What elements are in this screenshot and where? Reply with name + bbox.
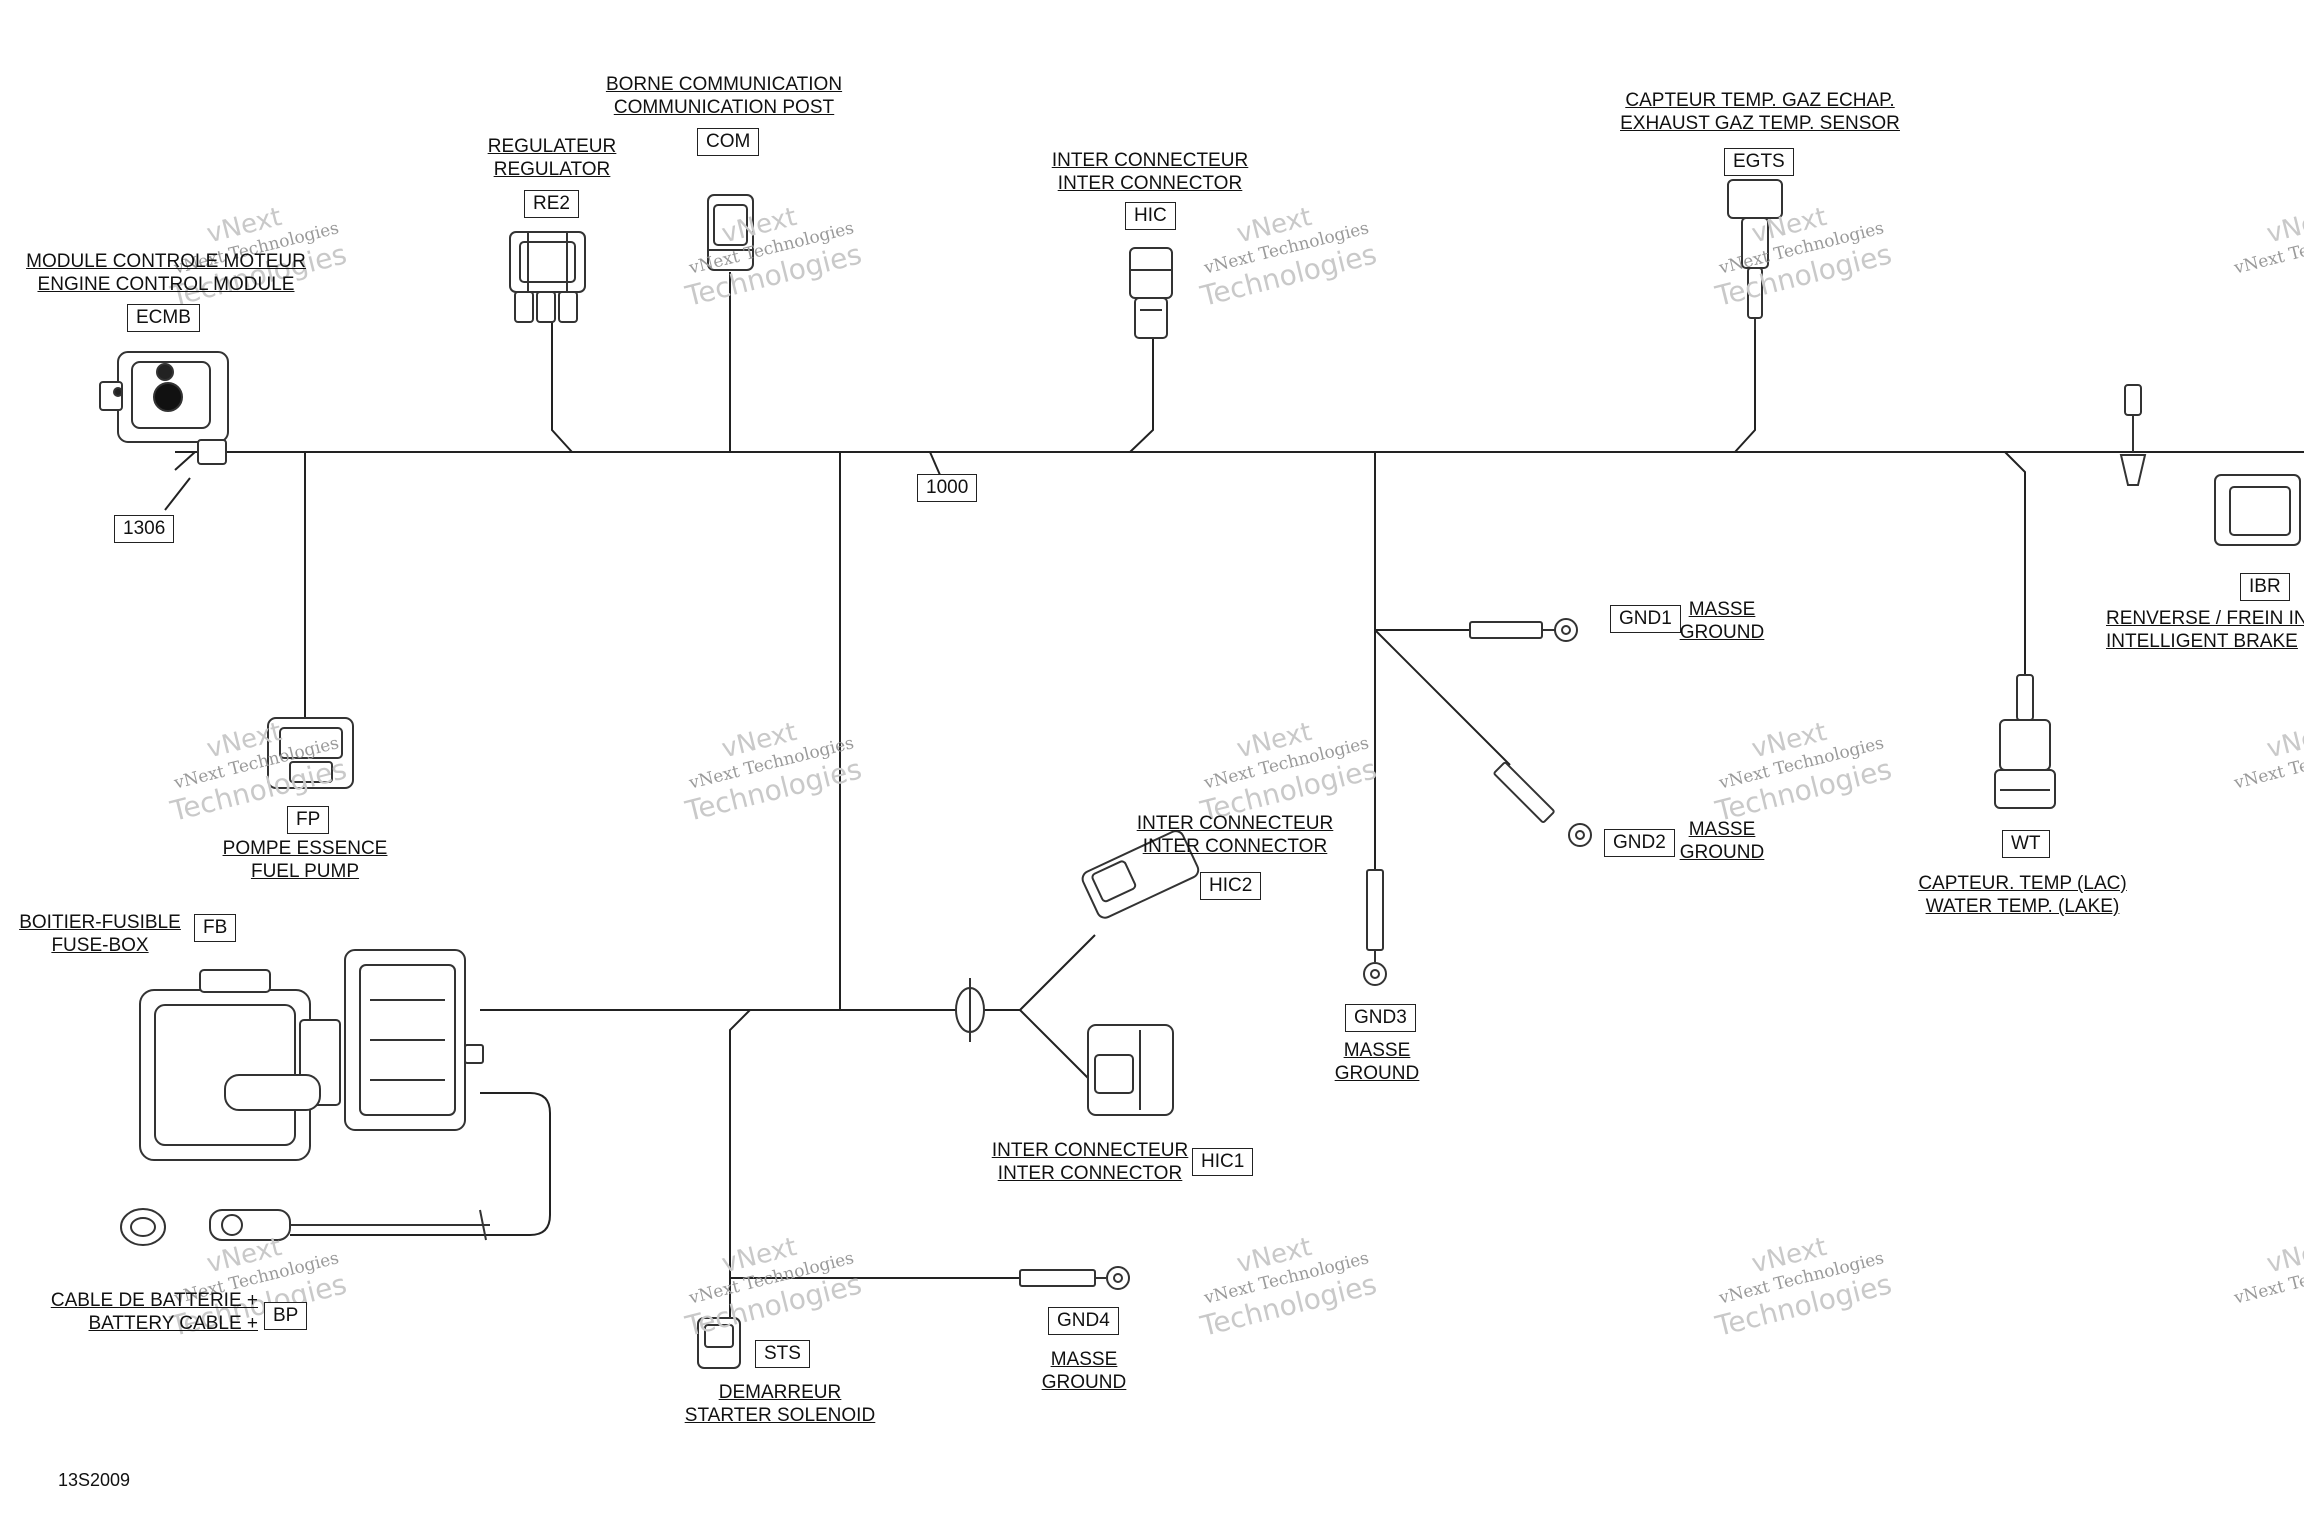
gnd2-label: MASSE GROUND [1670,818,1774,864]
com-label-fr: BORNE COMMUNICATION [605,74,843,95]
egts-code: EGTS [1724,148,1794,176]
wt-branch-line [2004,451,2026,678]
egts-label-fr: CAPTEUR TEMP. GAZ ECHAP. [1625,90,1895,111]
hic1-label-fr: INTER CONNECTEUR [991,1140,1189,1161]
gnd3-lug-drawing [1363,869,1387,986]
bp-code: BP [264,1302,308,1330]
re2-code: RE2 [524,190,579,218]
battery-cable-line [290,1092,551,1236]
gnd2-code: GND2 [1604,829,1675,857]
gnd1-code: GND1 [1610,605,1681,633]
ibr-code: IBR [2240,573,2290,601]
sts-label: DEMARREUR STARTER SOLENOID [670,1381,890,1427]
battery-terminal-drawing [120,1208,490,1246]
fb-label-en: FUSE-BOX [51,935,149,956]
hic-label-fr: INTER CONNECTEUR [1051,150,1249,171]
sts-label-fr: DEMARREUR [718,1382,842,1403]
hic1-code: HIC1 [1192,1148,1254,1176]
egts-sensor-drawing [1727,179,1783,330]
wt-label-fr: CAPTEUR. TEMP (LAC) [1918,873,2127,894]
fp-label-fr: POMPE ESSENCE [222,838,388,859]
hic2-code: HIC2 [1200,872,1262,900]
re2-label-en: REGULATOR [493,159,611,180]
fb-code: FB [194,914,237,942]
hic1-connector-drawing [1087,1024,1174,1116]
gnd1-label-en: GROUND [1679,622,1765,643]
fp-connector-drawing [267,717,354,789]
gnd4-code: GND4 [1048,1307,1119,1335]
com-connector-drawing [707,194,754,271]
wt-code: WT [2002,830,2050,858]
ibr-label-fr: RENVERSE / FREIN IN [2106,608,2304,629]
egts-branch-line [1734,322,1756,453]
wt-sensor-drawing [1994,674,2056,809]
gnd2-lug-drawing [1493,761,1592,847]
bp-label-fr: CABLE DE BATTERIE + [50,1290,258,1311]
ecmb-label-fr: MODULE CONTROLE MOTEUR [26,251,306,272]
gnd2-label-fr: MASSE [1688,819,1756,840]
fp-label-en: FUEL PUMP [250,861,360,882]
ibr-label-en: INTELLIGENT BRAKE [2106,631,2298,652]
egts-label: CAPTEUR TEMP. GAZ ECHAP. EXHAUST GAZ TEM… [1600,89,1920,135]
fb-label-fr: BOITIER-FUSIBLE [19,912,181,933]
sts-label-en: STARTER SOLENOID [684,1405,876,1426]
re2-branch-line [551,322,573,453]
ibr-label: RENVERSE / FREIN IN INTELLIGENT BRAKE [2106,607,2304,653]
bp-label-en: BATTERY CABLE + [88,1313,259,1334]
hic-connector-drawing [1129,247,1173,339]
drawing-reference: 13S2009 [58,1470,131,1490]
hic1-label-en: INTER CONNECTOR [997,1163,1183,1184]
hic-label: INTER CONNECTEUR INTER CONNECTOR [1040,149,1260,195]
gnd1-lug-drawing [1469,618,1578,642]
gnd4-lug-drawing [1019,1266,1130,1290]
ecmb-label-en: ENGINE CONTROL MODULE [37,274,295,295]
main-harness-tag: 1000 [917,474,978,502]
hic1-label: INTER CONNECTEUR INTER CONNECTOR [980,1139,1200,1185]
gnd1-label-fr: MASSE [1688,599,1756,620]
gnd3-label: MASSE GROUND [1325,1039,1429,1085]
fp-label: POMPE ESSENCE FUEL PUMP [205,837,405,883]
com-code: COM [697,128,760,156]
re2-label: REGULATEUR REGULATOR [472,135,632,181]
harness-grommet-drawing [955,978,985,1042]
ecmb-code: ECMB [127,304,200,332]
fp-code: FP [287,806,330,834]
sts-code: STS [755,1340,810,1368]
hic-label-en: INTER CONNECTOR [1057,173,1243,194]
wt-label: CAPTEUR. TEMP (LAC) WATER TEMP. (LAKE) [1900,872,2145,918]
ecm-module-drawing [99,351,229,465]
hic2-connector-drawing [1081,830,1200,919]
gnd2-label-en: GROUND [1679,842,1765,863]
sts-branch-line [729,1009,751,1325]
gnd3-label-en: GROUND [1334,1063,1420,1084]
gnd4-label-en: GROUND [1041,1372,1127,1393]
wt-label-en: WATER TEMP. (LAKE) [1925,896,2120,917]
ecm-branch-tag: 1306 [114,515,175,543]
hic-branch-line [1129,338,1154,453]
gnd4-label-fr: MASSE [1050,1349,1118,1370]
hic2-label: INTER CONNECTEUR INTER CONNECTOR [1125,812,1345,858]
com-label-en: COMMUNICATION POST [613,97,835,118]
re2-label-fr: REGULATEUR [487,136,617,157]
com-label: BORNE COMMUNICATION COMMUNICATION POST [594,73,854,119]
re2-connector-drawing [509,231,586,323]
gnd3-code: GND3 [1345,1004,1416,1032]
gnd4-label: MASSE GROUND [1032,1348,1136,1394]
egts-label-en: EXHAUST GAZ TEMP. SENSOR [1620,113,1900,134]
bp-label: CABLE DE BATTERIE + BATTERY CABLE + [38,1289,258,1335]
hic2-label-fr: INTER CONNECTEUR [1136,813,1334,834]
sts-connector-drawing [697,1317,741,1369]
ibr-sensor-drawing [2119,384,2301,546]
ecmb-label: MODULE CONTROLE MOTEUR ENGINE CONTROL MO… [20,250,312,296]
hic2-label-en: INTER CONNECTOR [1142,836,1328,857]
gnd1-label: MASSE GROUND [1670,598,1774,644]
fuse-box-drawing [139,949,484,1161]
fb-label: BOITIER-FUSIBLE FUSE-BOX [14,911,186,957]
gnd3-label-fr: MASSE [1343,1040,1411,1061]
hic-code: HIC [1125,202,1176,230]
